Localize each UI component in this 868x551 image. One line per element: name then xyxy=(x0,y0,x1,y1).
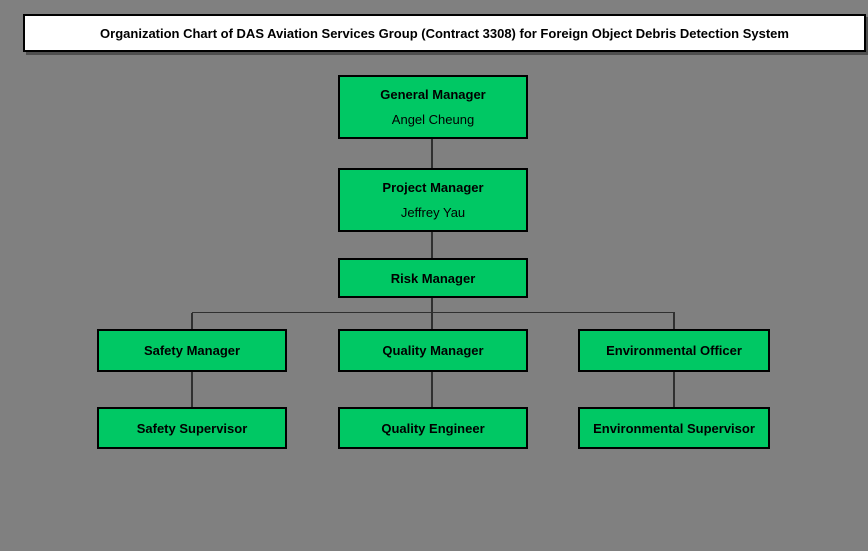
connector-branch-to-env xyxy=(673,313,675,329)
node-title: Project Manager xyxy=(382,180,484,195)
node-title: Safety Manager xyxy=(143,343,241,358)
connector-branch-to-safety xyxy=(191,313,193,329)
org-node-project-manager[interactable]: Project Manager Jeffrey Yau xyxy=(338,168,528,232)
node-title: Safety Supervisor xyxy=(136,420,248,436)
connector-branch-horizontal xyxy=(192,312,675,313)
org-node-environmental-supervisor[interactable]: Environmental Supervisor xyxy=(578,407,770,449)
org-node-environmental-officer[interactable]: Environmental Officer xyxy=(578,329,770,372)
org-node-quality-engineer[interactable]: Quality Engineer xyxy=(338,407,528,449)
node-title: Environmental Officer xyxy=(606,343,742,358)
connector-safety-to-sup xyxy=(191,372,193,407)
chart-title: Organization Chart of DAS Aviation Servi… xyxy=(100,25,789,41)
node-title: Quality Engineer xyxy=(381,420,485,436)
connector-pm-to-risk xyxy=(431,232,433,258)
org-node-safety-supervisor[interactable]: Safety Supervisor xyxy=(97,407,287,449)
node-title: General Manager xyxy=(380,87,486,102)
node-title: Risk Manager xyxy=(390,270,476,286)
node-title: Environmental Supervisor xyxy=(593,420,755,436)
org-node-quality-manager[interactable]: Quality Manager xyxy=(338,329,528,372)
node-person: Jeffrey Yau xyxy=(400,205,466,220)
org-node-general-manager[interactable]: General Manager Angel Cheung xyxy=(338,75,528,139)
connector-risk-to-branch xyxy=(431,298,433,329)
connector-quality-to-eng xyxy=(431,372,433,407)
connector-gm-to-pm xyxy=(431,139,433,168)
chart-title-box[interactable]: Organization Chart of DAS Aviation Servi… xyxy=(23,14,866,52)
node-person: Angel Cheung xyxy=(391,112,475,127)
org-node-safety-manager[interactable]: Safety Manager xyxy=(97,329,287,372)
connector-env-to-sup xyxy=(673,372,675,407)
node-title: Quality Manager xyxy=(382,343,484,358)
org-node-risk-manager[interactable]: Risk Manager xyxy=(338,258,528,298)
